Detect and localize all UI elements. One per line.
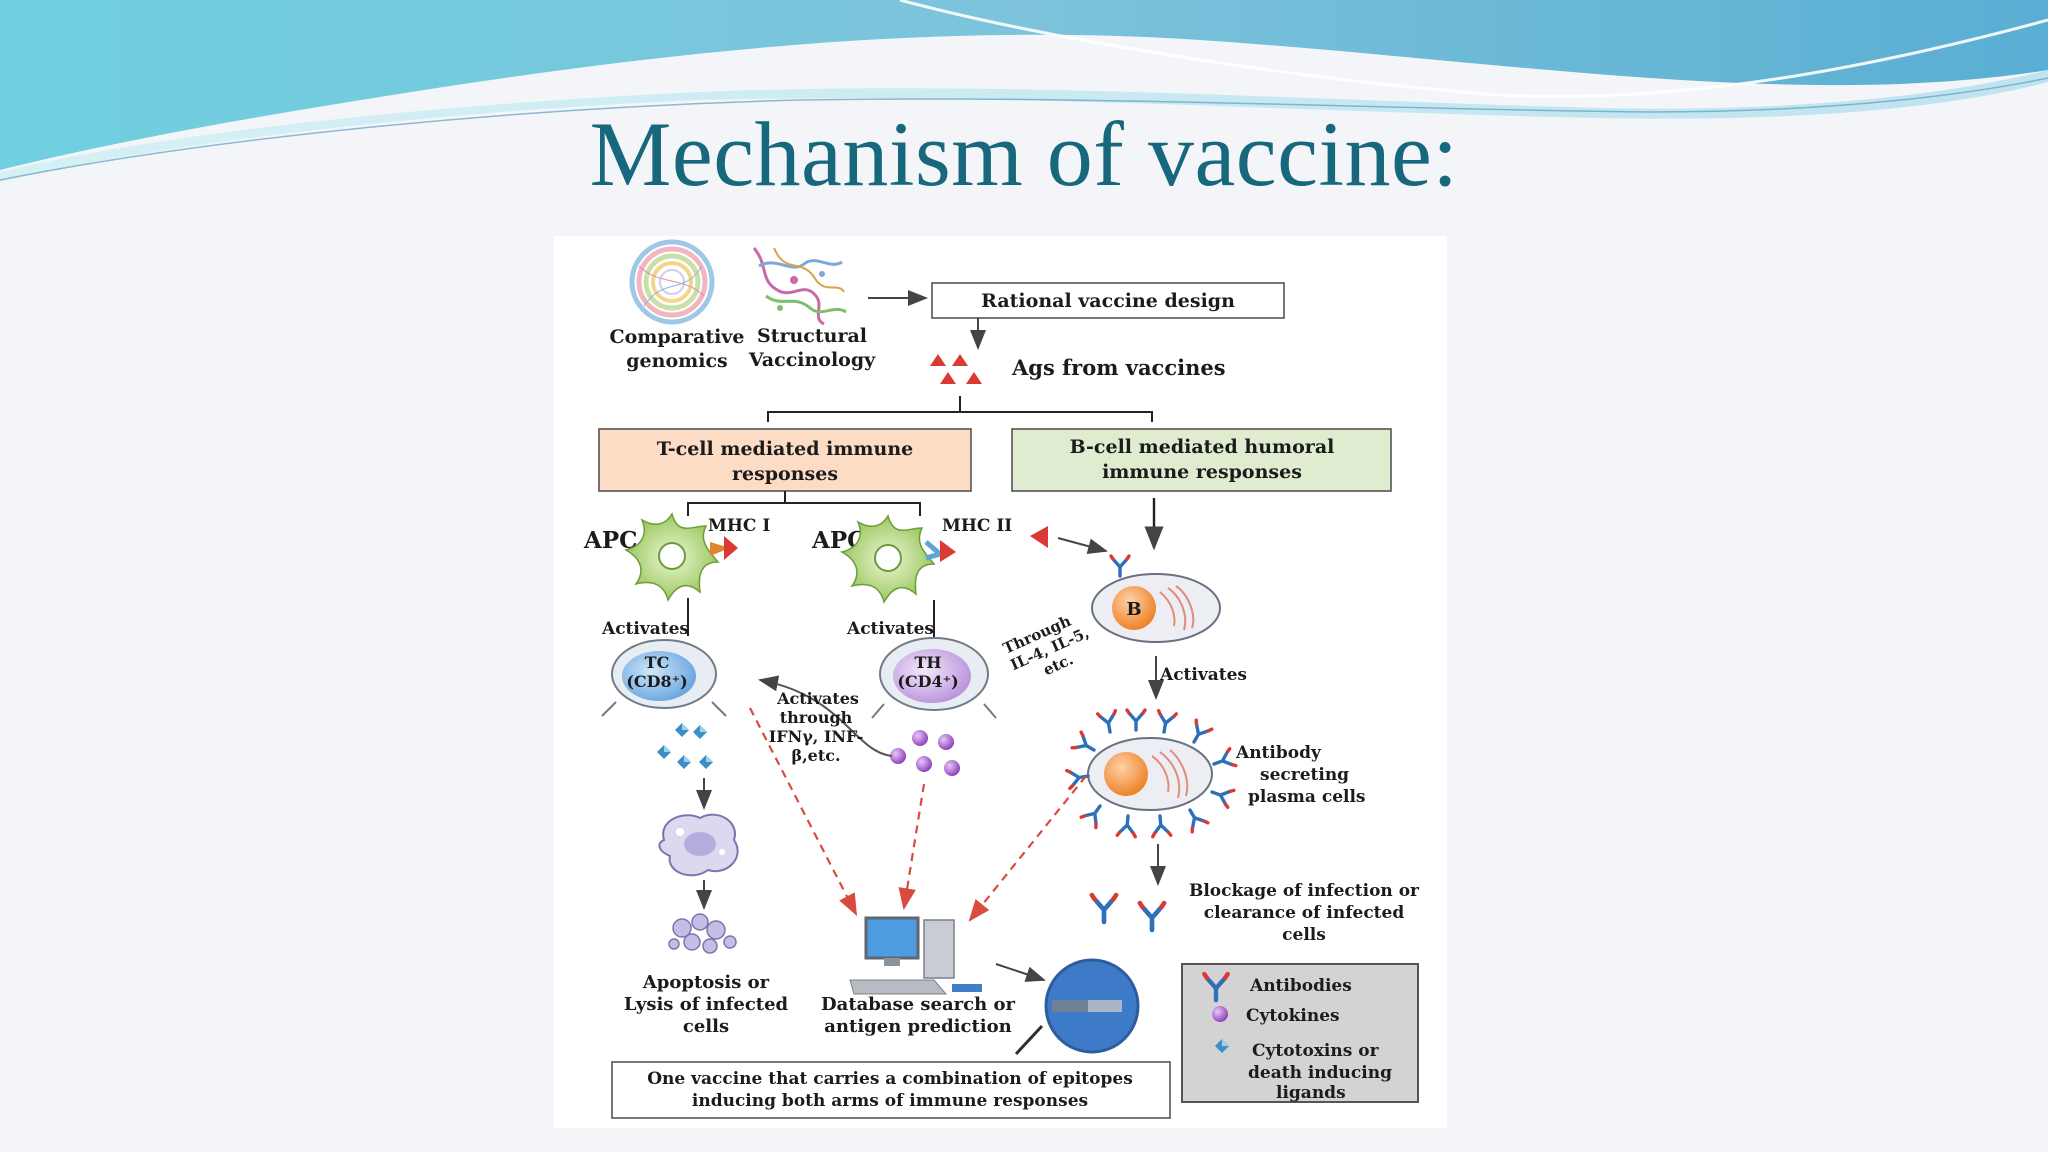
apc-cell-1 <box>625 513 719 601</box>
slide-title: Mechanism of vaccine: <box>589 103 1459 205</box>
rational-design-label: Rational vaccine design <box>981 290 1235 312</box>
tc-subtitle: (CD8⁺) <box>626 672 687 691</box>
final-vaccine-box <box>611 1061 1171 1119</box>
antigen-triangles-icon <box>930 354 982 384</box>
legend-cytotoxins-line2: death inducing <box>1248 1063 1392 1083</box>
comparative-genomics-label: Comparative genomics <box>610 326 745 372</box>
svg-text:Comparative: Comparative <box>610 326 745 348</box>
activates-through-line2: through <box>780 708 853 727</box>
magnifier-icon <box>1014 958 1140 1056</box>
activates-label-tc: Activates <box>601 619 689 639</box>
legend-antibodies-label: Antibodies <box>1249 976 1352 996</box>
mhc1-antigen-complex <box>710 536 738 560</box>
apoptosis-label-line2: Lysis of infected <box>624 994 789 1015</box>
tcell-box-label-line1: T-cell mediated immune <box>657 438 914 460</box>
legend-cytokine-icon <box>1212 1006 1228 1022</box>
activates-label-th: Activates <box>846 619 934 639</box>
svg-text:Structural: Structural <box>757 325 867 347</box>
cytokines-icon <box>890 730 960 776</box>
final-label-line1: One vaccine that carries a combination o… <box>647 1069 1133 1089</box>
th-subtitle: (CD4⁺) <box>897 672 958 691</box>
blockage-label-line1: Blockage of infection or <box>1189 881 1420 901</box>
th-label: TH <box>914 653 941 672</box>
plasma-label-line3: plasma cells <box>1248 787 1366 807</box>
legend-cytotoxins-line1: Cytotoxins or <box>1252 1041 1380 1061</box>
vaccine-mechanism-figure: Comparative genomics Structural Vaccinol… <box>554 236 1447 1128</box>
database-label-line1: Database search or <box>821 994 1015 1015</box>
tcell-bracket <box>687 502 921 516</box>
legend-box <box>1181 963 1419 1103</box>
blockage-label-line2: clearance of infected <box>1204 903 1405 923</box>
plasma-label-line1: Antibody <box>1235 743 1322 763</box>
comparative-genomics-icon <box>629 239 715 325</box>
free-antigen-icon <box>1030 526 1048 548</box>
tc-label: TC <box>645 653 670 672</box>
activates-through-line1: Activates <box>776 689 859 708</box>
mhc1-label: MHC I <box>708 516 770 536</box>
bcell-box-label-line1: B-cell mediated humoral <box>1070 436 1335 458</box>
antigen-to-bcell-arrow <box>1057 537 1108 555</box>
b-cell-label: B <box>1126 599 1141 620</box>
bcell-box-label-line2: immune responses <box>1102 461 1302 483</box>
dashed-arrow-plasma-to-database <box>968 775 1087 922</box>
blockage-label-line3: cells <box>1282 925 1326 945</box>
structural-vaccinology-label: Structural Vaccinology <box>748 325 876 371</box>
mhc2-label: MHC II <box>942 516 1012 536</box>
apoptotic-cell-icon <box>668 913 737 954</box>
dashed-arrow-tc-to-database <box>749 707 858 916</box>
plasma-label-line2: secreting <box>1260 765 1349 785</box>
legend-cytokines-label: Cytokines <box>1246 1006 1340 1026</box>
computer-icon <box>849 916 982 995</box>
activates-through-line4: β,etc. <box>791 746 840 765</box>
tcell-box <box>598 428 972 492</box>
bcell-box <box>1011 428 1392 492</box>
legend-cytotoxins-line3: ligands <box>1276 1083 1346 1103</box>
mhc2-antigen-complex <box>924 540 956 562</box>
header-wave-banner <box>0 0 2048 182</box>
vaccine-mechanism-diagram: Comparative genomics Structural Vaccinol… <box>583 239 1420 1119</box>
apoptosis-label-line3: cells <box>683 1016 729 1037</box>
svg-text:genomics: genomics <box>626 350 727 372</box>
cytokine-activation-arrow <box>758 675 893 757</box>
rational-design-box <box>931 282 1285 319</box>
database-label-line2: antigen prediction <box>824 1016 1011 1037</box>
dashed-arrow-cytokines-to-database <box>898 783 926 911</box>
final-label-line2: inducing both arms of immune responses <box>692 1091 1088 1111</box>
cytotoxins-icon <box>657 723 713 769</box>
structural-vaccinology-icon <box>752 247 847 326</box>
b-cell <box>1091 554 1221 643</box>
apoptosis-label-line1: Apoptosis or <box>642 972 770 993</box>
plasma-cell <box>1065 708 1238 839</box>
infected-cell-icon <box>658 813 739 877</box>
tcell-box-label-line2: responses <box>732 463 838 485</box>
activates-label-plasma: Activates <box>1159 665 1247 685</box>
activates-through-line3: IFNγ, INF- <box>769 727 864 746</box>
svg-text:Vaccinology: Vaccinology <box>748 349 876 371</box>
split-bracket <box>767 411 1153 422</box>
through-il-label: Through IL-4, IL-5, etc. <box>1000 612 1091 679</box>
antigens-label: Ags from vaccines <box>1011 355 1226 380</box>
tc-cell <box>601 639 727 717</box>
th-cell <box>871 637 997 719</box>
arrow-to-magnifier <box>995 963 1046 982</box>
free-antibodies-icon <box>1092 895 1164 930</box>
